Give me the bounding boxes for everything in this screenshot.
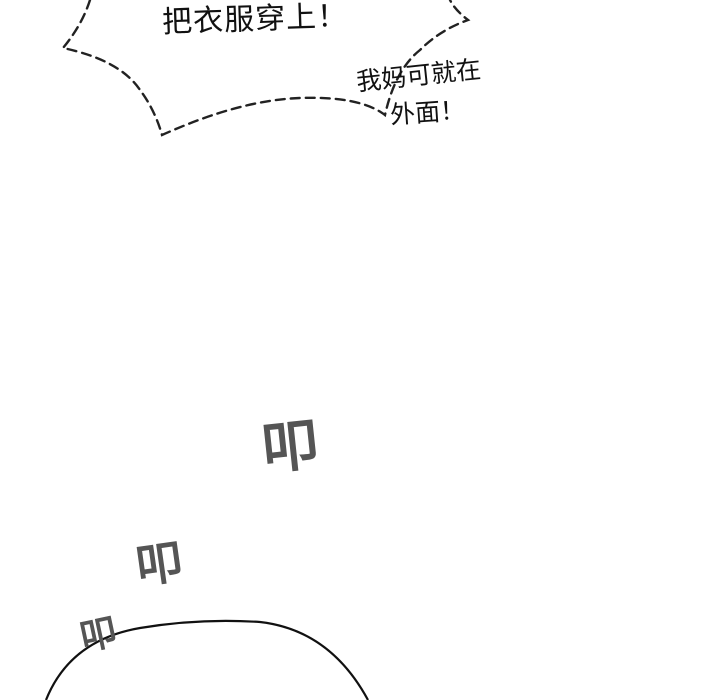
speech-side-text-line2: 外面！ <box>389 95 467 130</box>
speech-main-text: 把衣服穿上！ <box>161 0 349 41</box>
speech-bubble-outline <box>60 0 471 137</box>
character-head-outline <box>44 619 369 700</box>
knock-sound-effect: 叩 <box>259 412 322 483</box>
knock-sound-effect: 叩 <box>132 534 186 594</box>
